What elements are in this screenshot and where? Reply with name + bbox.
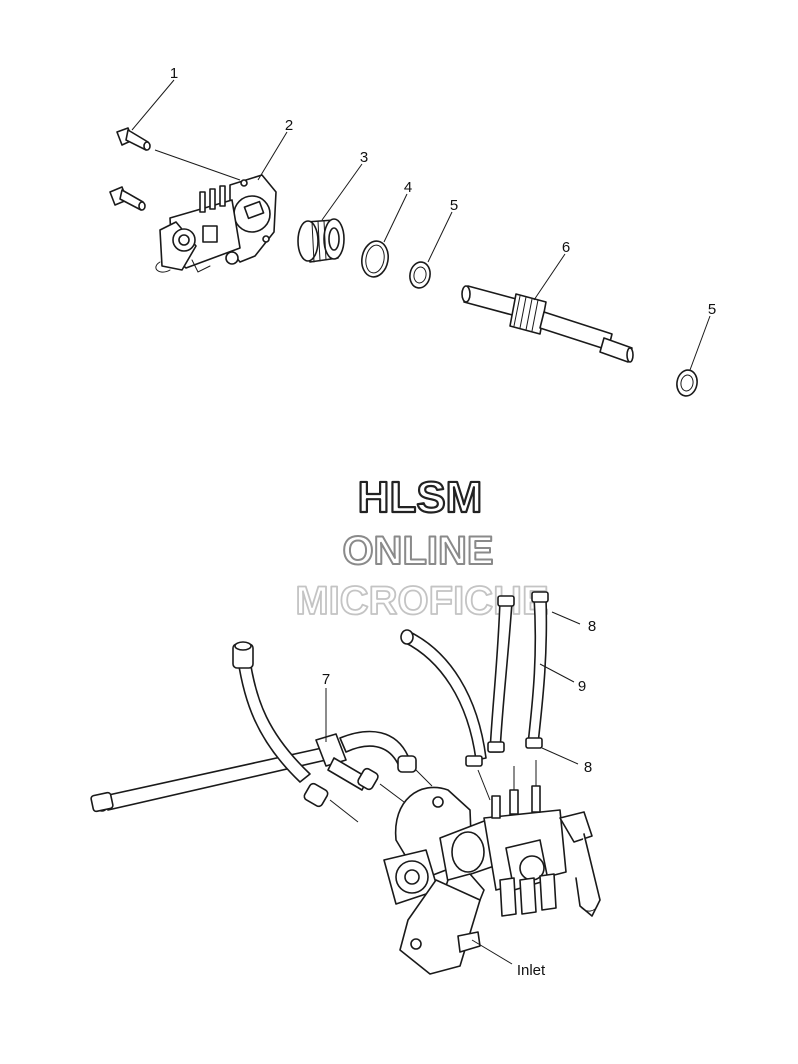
watermark-line-1: HLSM	[358, 473, 483, 522]
callout-9: 9	[578, 678, 586, 695]
callout-5-lower: 5	[708, 301, 716, 318]
top-leader-lines	[131, 79, 711, 371]
part-3-coupling	[297, 218, 345, 263]
part-1-bolt-upper	[116, 127, 151, 151]
callout-5-upper: 5	[450, 197, 458, 214]
watermark: HLSM ONLINE MICROFICHE	[294, 472, 549, 624]
part-5-washer-lower	[676, 369, 698, 397]
bottom-leader-lines	[325, 611, 581, 965]
part-2-oil-pump	[155, 174, 277, 273]
callout-8-upper: 8	[588, 618, 596, 635]
part-4-o-ring	[361, 240, 389, 278]
callout-4: 4	[404, 179, 412, 196]
callout-7: 7	[322, 671, 330, 688]
part-7-tee-hoses	[90, 641, 417, 813]
oil-pump-assembly-bottom	[383, 785, 601, 975]
watermark-line-2: ONLINE	[342, 529, 493, 573]
part-6-drive-shaft	[461, 285, 634, 363]
part-1-bolt-lower	[109, 186, 146, 211]
callout-2: 2	[285, 117, 293, 134]
callout-6: 6	[562, 239, 570, 256]
callout-1: 1	[170, 65, 178, 82]
part-5-washer-upper	[409, 261, 431, 289]
callout-inlet: Inlet	[517, 962, 546, 979]
callout-3: 3	[360, 149, 368, 166]
part-8-clamps	[465, 591, 549, 767]
callout-8-lower: 8	[584, 759, 592, 776]
